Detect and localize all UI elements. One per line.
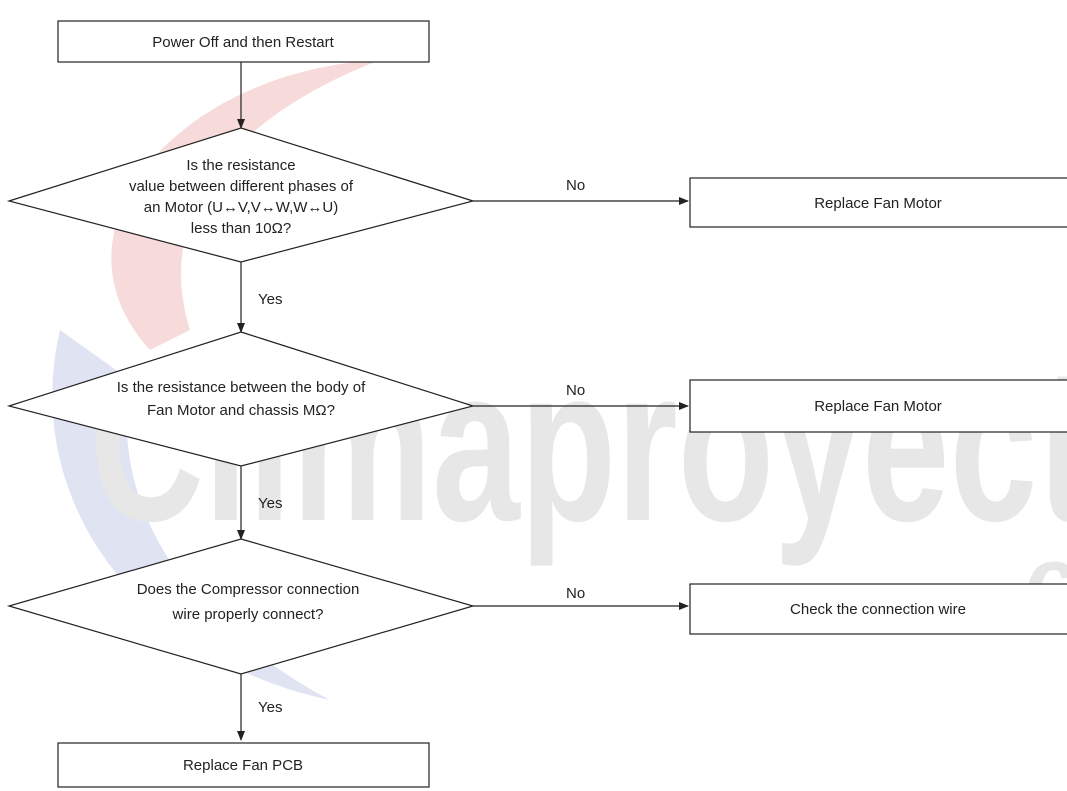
node-start: Power Off and then Restart bbox=[57, 20, 430, 63]
action-1-label: Replace Fan Motor bbox=[814, 195, 942, 212]
node-replace-fan-pcb: Replace Fan PCB bbox=[57, 742, 430, 788]
decision-diamond-3 bbox=[6, 538, 476, 675]
end-box bbox=[57, 742, 430, 788]
edge-label-no-2: No bbox=[566, 382, 585, 399]
action-box-1 bbox=[689, 177, 1067, 228]
edges bbox=[237, 62, 689, 741]
end-box-label: Replace Fan PCB bbox=[183, 757, 303, 774]
node-q-phase-resistance: Is the resistance value between differen… bbox=[6, 127, 476, 263]
decision-diamond-2 bbox=[6, 331, 476, 467]
decision-1-line-1: Is the resistance bbox=[186, 157, 295, 174]
node-q-body-resistance: Is the resistance between the body of Fa… bbox=[6, 331, 476, 467]
node-start-label: Power Off and then Restart bbox=[152, 34, 334, 51]
decision-3-line-2: wire properly connect? bbox=[172, 606, 324, 623]
node-replace-fan-motor-1: Replace Fan Motor bbox=[689, 177, 1067, 228]
edge-label-no-1: No bbox=[566, 177, 585, 194]
decision-1-line-3: an Motor (U↔V,V↔W,W↔U) bbox=[144, 199, 338, 216]
action-box-3 bbox=[689, 583, 1067, 635]
node-q-compressor-wire: Does the Compressor connection wire prop… bbox=[6, 538, 476, 675]
edge-label-yes-2: Yes bbox=[258, 495, 282, 512]
node-replace-fan-motor-2: Replace Fan Motor bbox=[689, 379, 1067, 433]
watermark-swoosh-red bbox=[111, 60, 380, 350]
node-start-box bbox=[57, 20, 430, 63]
action-2-label: Replace Fan Motor bbox=[814, 398, 942, 415]
decision-1-line-2: value between different phases of bbox=[129, 178, 354, 195]
action-3-label: Check the connection wire bbox=[790, 601, 966, 618]
action-box-2 bbox=[689, 379, 1067, 433]
decision-2-line-2: Fan Motor and chassis MΩ? bbox=[147, 402, 335, 419]
decision-2-line-1: Is the resistance between the body of bbox=[117, 379, 366, 396]
decision-3-line-1: Does the Compressor connection bbox=[137, 581, 360, 598]
decision-1-line-4: less than 10Ω? bbox=[191, 220, 291, 237]
edge-label-yes-1: Yes bbox=[258, 291, 282, 308]
edge-label-yes-3: Yes bbox=[258, 699, 282, 716]
edge-label-no-3: No bbox=[566, 585, 585, 602]
decision-diamond-1 bbox=[6, 127, 476, 263]
node-check-connection-wire: Check the connection wire bbox=[689, 583, 1067, 635]
